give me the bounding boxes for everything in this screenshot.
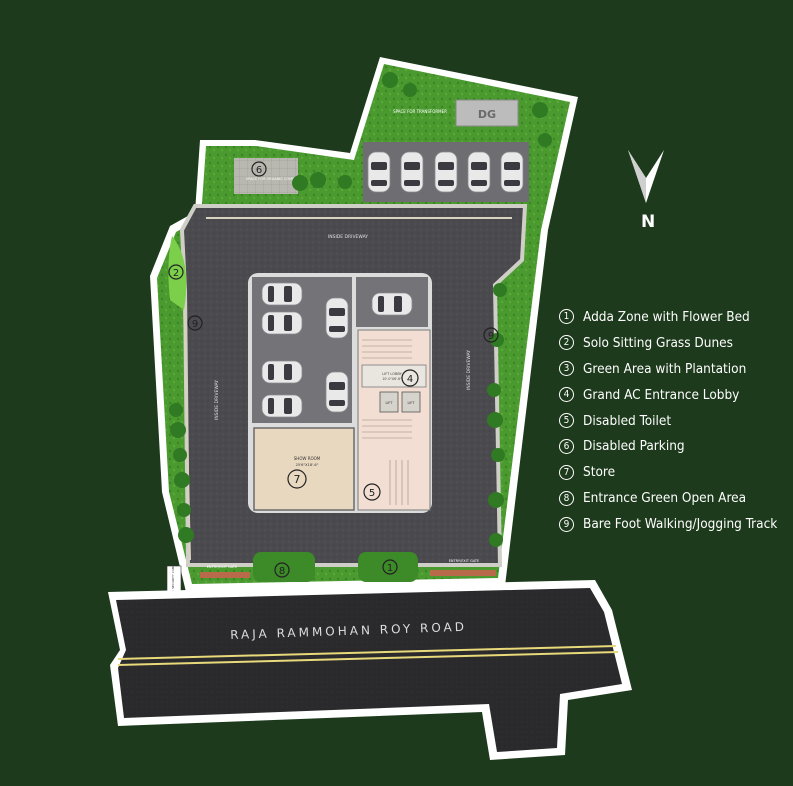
composter-label: SPACE FOR ORGANIC COMPOSTER [246, 177, 307, 181]
marker-7: 7 [287, 469, 307, 489]
legend-label: Green Area with Plantation [583, 360, 747, 377]
legend-label: Solo Sitting Grass Dunes [583, 334, 733, 351]
dg-label: DG [478, 108, 496, 121]
north-arrow-icon [628, 150, 664, 203]
showroom [253, 427, 355, 511]
legend-label: Store [583, 464, 616, 481]
showroom-size: 25'6"X18'-6" [296, 463, 319, 467]
svg-text:1: 1 [387, 563, 393, 574]
legend-item: 5 Disabled Toilet [559, 408, 789, 434]
legend-label: Entrance Green Open Area [583, 490, 747, 507]
legend-label: Disabled Toilet [583, 412, 672, 429]
legend-item: 3 Green Area with Plantation [559, 356, 789, 382]
svg-text:9: 9 [192, 319, 198, 330]
legend-number: 2 [559, 335, 574, 351]
legend-item: 7 Store [559, 459, 789, 485]
legend-item: 2 Solo Sitting Grass Dunes [559, 330, 789, 356]
legend-label: Grand AC Entrance Lobby [583, 386, 740, 403]
legend-item: 4 Grand AC Entrance Lobby [559, 382, 789, 408]
legend-label: Bare Foot Walking/Jogging Track [583, 516, 778, 533]
lift-1-label: LIFT [385, 401, 393, 405]
driveway-label-right: INSIDE DRIVEWAY [466, 350, 472, 390]
svg-text:9: 9 [488, 331, 494, 342]
marker-9-right: 9 [483, 327, 499, 343]
legend-item: 1 Adda Zone with Flower Bed [559, 304, 789, 330]
svg-text:4: 4 [407, 374, 413, 385]
showroom-label: SHOW ROOM [294, 456, 321, 461]
legend-number: 6 [559, 438, 574, 454]
driveway-label-top: INSIDE DRIVEWAY [328, 234, 368, 240]
lift-1 [379, 391, 399, 413]
legend: 1 Adda Zone with Flower Bed 2 Solo Sitting … [559, 304, 789, 537]
legend-number: 9 [559, 516, 574, 532]
entrance-green-left [253, 552, 315, 582]
legend-number: 4 [559, 387, 574, 403]
road [116, 588, 622, 752]
road-centerline [117, 645, 617, 660]
marker-6: 6 [251, 161, 267, 177]
north-label: N [641, 212, 656, 232]
marker-1: 1 [382, 559, 398, 575]
marker-group: 6 2 9 9 4 7 5 8 1 [168, 161, 499, 578]
legend-label: Disabled Parking [583, 438, 685, 455]
legend-number: 8 [559, 490, 574, 506]
marker-2: 2 [168, 264, 184, 280]
legend-label: Adda Zone with Flower Bed [583, 308, 750, 325]
composter-area [234, 158, 298, 194]
transformer-label: SPACE FOR TRANSFORMER [393, 109, 447, 114]
svg-text:6: 6 [256, 165, 262, 176]
marker-8: 8 [274, 562, 290, 578]
legend-item: 8 Entrance Green Open Area [559, 485, 789, 511]
legend-number: 7 [559, 464, 574, 480]
svg-text:5: 5 [369, 488, 375, 499]
lift-2 [401, 391, 421, 413]
legend-number: 3 [559, 361, 574, 377]
legend-item: 6 Disabled Parking [559, 433, 789, 459]
dg-unit [455, 99, 519, 127]
svg-text:8: 8 [279, 566, 285, 577]
legend-number: 5 [559, 413, 574, 428]
grass-dunes [168, 236, 187, 310]
marker-9-left: 9 [187, 315, 203, 331]
legend-item: 9 Bare Foot Walking/Jogging Track [559, 511, 789, 537]
guard-label: GATE SECURITY CUBICLE [171, 560, 175, 598]
entrance-green-right [358, 552, 418, 582]
lift-lobby-size: 10'-0"X6'-6" [382, 377, 402, 381]
entry-gate-label-right: ENTRY/EXIT GATE [449, 559, 480, 563]
marker-5: 5 [363, 483, 381, 501]
svg-text:2: 2 [173, 268, 179, 279]
legend-number: 1 [559, 309, 574, 325]
entry-gate-label-left: ENTRY/EXIT GATE [207, 565, 238, 569]
marker-4: 4 [401, 369, 419, 387]
lift-2-label: LIFT [407, 401, 415, 405]
lift-lobby-label: LIFT LOBBY [382, 372, 402, 376]
svg-text:7: 7 [294, 473, 301, 486]
driveway-label-left: INSIDE DRIVEWAY [214, 380, 220, 420]
